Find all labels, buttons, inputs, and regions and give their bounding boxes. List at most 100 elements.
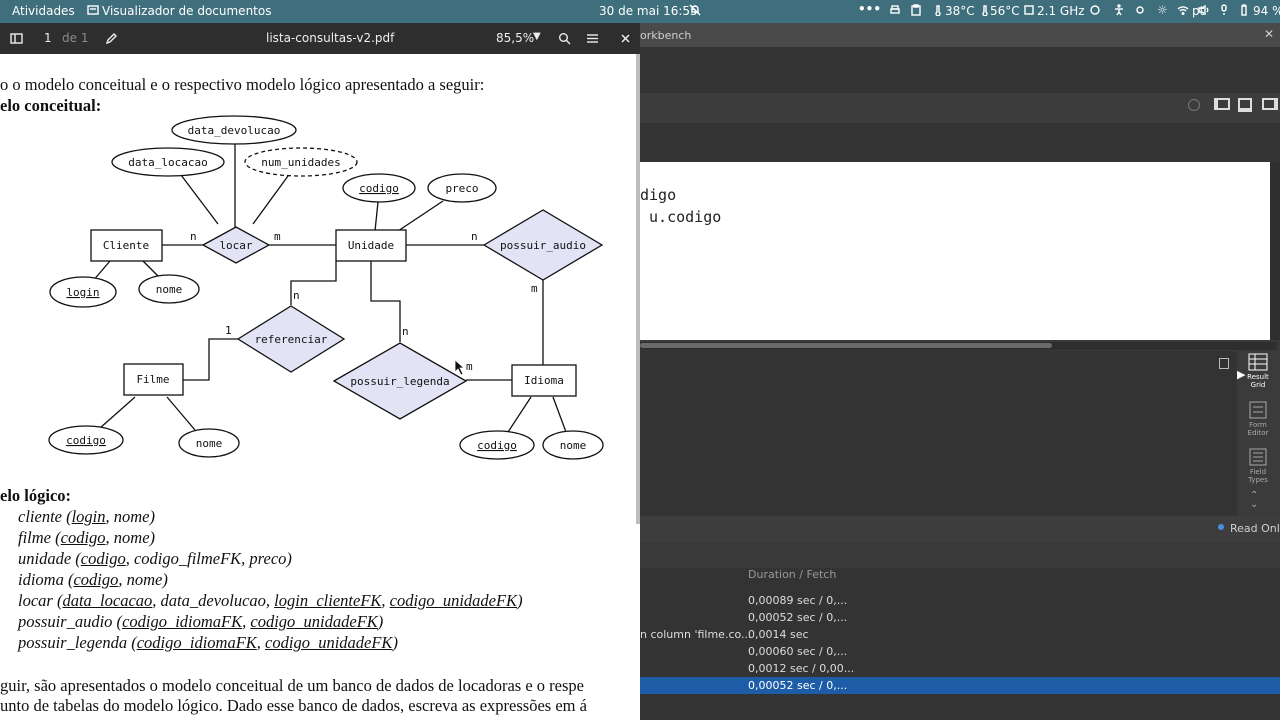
attribute-label: data_locacao: [128, 156, 207, 169]
cardinality-label: n: [402, 325, 409, 338]
temperature-icon: [982, 5, 988, 16]
result-grid-icon: [1248, 353, 1268, 371]
attribute-label: preco: [445, 182, 478, 195]
rel-locar: [201, 226, 271, 264]
rel-possuir-audio: [482, 209, 604, 281]
temperature-2: 56°C: [990, 4, 1020, 18]
rel-possuir-legenda: [332, 342, 468, 420]
clipboard-icon: [911, 4, 921, 16]
result-grid-label: Result Grid: [1247, 373, 1269, 389]
panel-toggle-icon[interactable]: [1219, 358, 1229, 369]
output-row-1[interactable]: 0,00052 sec / 0,...: [748, 611, 848, 624]
logical-model-heading: elo lógico:: [0, 486, 72, 505]
clock[interactable]: 30 de mai 16:55: [599, 4, 698, 18]
scroll-arrows-icon[interactable]: ⌃⌄: [1250, 490, 1259, 510]
entity-label: Unidade: [348, 239, 394, 252]
expand-arrow-icon[interactable]: ▶: [1237, 368, 1246, 381]
attr-login: [49, 276, 117, 308]
zoom-level[interactable]: 85,5%: [496, 31, 535, 45]
sql-editor[interactable]: digo u.codigo: [640, 162, 1270, 340]
attr-cliente-nome: [138, 274, 200, 304]
toggle-output-icon[interactable]: [1238, 98, 1252, 112]
page-number-input[interactable]: 1: [44, 31, 52, 45]
logical-table-filme: filme (codigo, nome): [18, 528, 156, 547]
menu-icon[interactable]: [586, 32, 599, 45]
result-grid-button[interactable]: Result Grid: [1241, 353, 1275, 389]
attribute-label: codigo: [66, 434, 106, 447]
brightness-icon: ☼: [1157, 3, 1168, 17]
sidebar-toggle-icon[interactable]: [10, 32, 23, 45]
editor-line: u.codigo: [640, 208, 722, 226]
scrollbar-thumb[interactable]: [640, 343, 1052, 348]
er-diagram: Cliente Unidade Filme Idioma locar possu…: [48, 115, 604, 460]
document-scrollbar[interactable]: [636, 54, 640, 524]
editor-horizontal-scrollbar[interactable]: [640, 342, 1277, 350]
cpu-icon: [1024, 5, 1034, 15]
form-editor-button[interactable]: Form Editor: [1241, 401, 1275, 437]
output-row-5-selected[interactable]: 0,00052 sec / 0,...: [640, 677, 1280, 694]
output-row-2[interactable]: n column 'filme.co...0,0014 sec: [640, 628, 809, 641]
workbench-title: orkbench: [640, 29, 692, 42]
read-only-label: Read Only: [1230, 522, 1280, 535]
attribute-label: codigo: [359, 182, 399, 195]
relationship-label: referenciar: [255, 333, 328, 346]
document-viewer-header: 1 de 1 lista-consultas-v2.pdf 85,5% ▼: [0, 23, 640, 54]
relationship-label: possuir_legenda: [350, 375, 449, 388]
cpu-frequency: 2.1 GHz: [1037, 4, 1085, 18]
relationship-label: possuir_audio: [500, 239, 586, 252]
attr-unidade-codigo: [342, 173, 416, 203]
app-menu[interactable]: Visualizador de documentos: [102, 4, 272, 18]
duration-column-header[interactable]: Duration / Fetch: [748, 568, 837, 581]
attribute-label: nome: [156, 283, 183, 296]
activities-button[interactable]: Atividades: [12, 4, 75, 18]
output-row-3[interactable]: 0,00060 sec / 0,...: [748, 645, 848, 658]
attr-idioma-nome: [542, 430, 604, 460]
workbench-tab-bar: [640, 47, 1280, 97]
toggle-sidebar-icon[interactable]: [1214, 98, 1230, 110]
temperature-icon: [935, 5, 941, 16]
battery-level: 94 %: [1253, 4, 1280, 18]
more-indicators-icon[interactable]: •••: [858, 2, 882, 16]
circle-icon[interactable]: [1188, 99, 1200, 111]
cardinality-label: n: [471, 230, 478, 243]
search-icon[interactable]: [558, 32, 571, 45]
cardinality-label: m: [531, 282, 538, 295]
attr-data-locacao: [111, 147, 225, 177]
attr-idioma-codigo: [459, 430, 535, 460]
editor-vertical-scrollbar[interactable]: [1270, 162, 1280, 340]
output-panel-header: [640, 542, 1280, 568]
paragraph-line-1: guir, são apresentados o modelo conceitu…: [0, 676, 584, 695]
entity-cliente: [90, 229, 163, 262]
zoom-dropdown-icon[interactable]: ▼: [533, 31, 541, 42]
query-toolbar: [640, 123, 1280, 162]
document-page: o o modelo conceitual e o respectivo mod…: [0, 54, 640, 720]
microphone-icon: [1221, 4, 1227, 15]
cardinality-label: m: [274, 230, 281, 243]
result-grid-area: [640, 351, 1237, 516]
field-types-button[interactable]: Field Types: [1241, 448, 1275, 484]
document-filename: lista-consultas-v2.pdf: [266, 31, 395, 45]
entity-label: Idioma: [524, 374, 564, 387]
attr-filme-nome: [178, 428, 240, 458]
workbench-toolbar: [640, 93, 1280, 124]
output-row-4[interactable]: 0,0012 sec / 0,00...: [748, 662, 855, 675]
toggle-secondary-sidebar-icon[interactable]: [1262, 98, 1278, 110]
logical-table-idioma: idioma (codigo, nome): [18, 570, 168, 589]
cardinality-label: n: [293, 289, 300, 302]
accessibility-icon: [1115, 4, 1123, 16]
entity-unidade: [335, 229, 407, 262]
output-row-0[interactable]: 0,00089 sec / 0,...: [748, 594, 848, 607]
close-icon[interactable]: [619, 32, 632, 45]
attr-num-unidades: [244, 147, 358, 177]
entity-label: Cliente: [103, 239, 149, 252]
attribute-label: nome: [196, 437, 223, 450]
workbench-window: orkbench ✕ digo u.codigo ▶ Result Grid F…: [640, 23, 1280, 720]
document-viewer-window: 1 de 1 lista-consultas-v2.pdf 85,5% ▼ o …: [0, 23, 640, 720]
battery-icon: [1241, 4, 1247, 16]
intro-text: o o modelo conceitual e o respectivo mod…: [0, 75, 485, 94]
pencil-icon[interactable]: [105, 32, 118, 45]
wifi-icon: [1177, 6, 1189, 15]
cardinality-label: n: [190, 230, 197, 243]
rel-referenciar: [236, 305, 346, 373]
workbench-close-icon[interactable]: ✕: [1264, 27, 1275, 41]
